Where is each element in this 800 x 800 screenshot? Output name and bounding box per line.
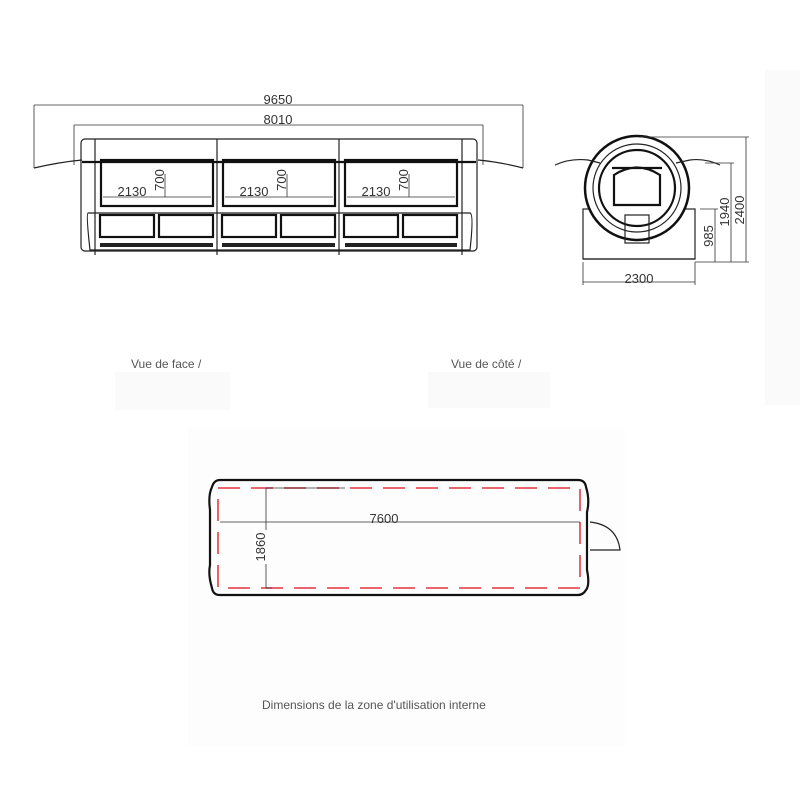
dim-window-width-3: 2130	[362, 184, 391, 199]
dim-base-width: 2300	[625, 271, 654, 286]
front-view: 9650 8010 2130 2130 2130 700 700 700	[33, 92, 524, 255]
dim-total-height: 2400	[732, 196, 747, 225]
background-patch	[765, 70, 800, 405]
door-swing-icon	[589, 521, 621, 551]
lower-panels	[98, 213, 459, 247]
plan-view-caption: Dimensions de la zone d'utilisation inte…	[262, 698, 486, 712]
background-patch	[428, 372, 550, 408]
dim-window-height-3: 700	[396, 169, 411, 191]
background-patch	[115, 372, 230, 410]
dim-overall-width: 9650	[264, 92, 293, 107]
front-view-caption: Vue de face /	[131, 357, 202, 371]
side-view: 2300 985 1940 2400	[554, 134, 749, 286]
dim-mid-height: 1940	[717, 198, 732, 227]
dim-window-width-1: 2130	[118, 184, 147, 199]
plan-view: 7600 1860	[208, 478, 621, 597]
side-view-caption: Vue de côté /	[451, 357, 522, 371]
dim-body-width: 8010	[264, 112, 293, 127]
dim-base-height: 985	[701, 225, 716, 247]
dim-window-width-2: 2130	[240, 184, 269, 199]
dim-internal-length: 7600	[370, 511, 399, 526]
dim-window-height-1: 700	[152, 169, 167, 191]
window-row	[99, 158, 459, 208]
dim-internal-width: 1860	[253, 533, 268, 562]
dim-window-height-2: 700	[274, 169, 289, 191]
internal-usable-zone	[217, 487, 581, 589]
